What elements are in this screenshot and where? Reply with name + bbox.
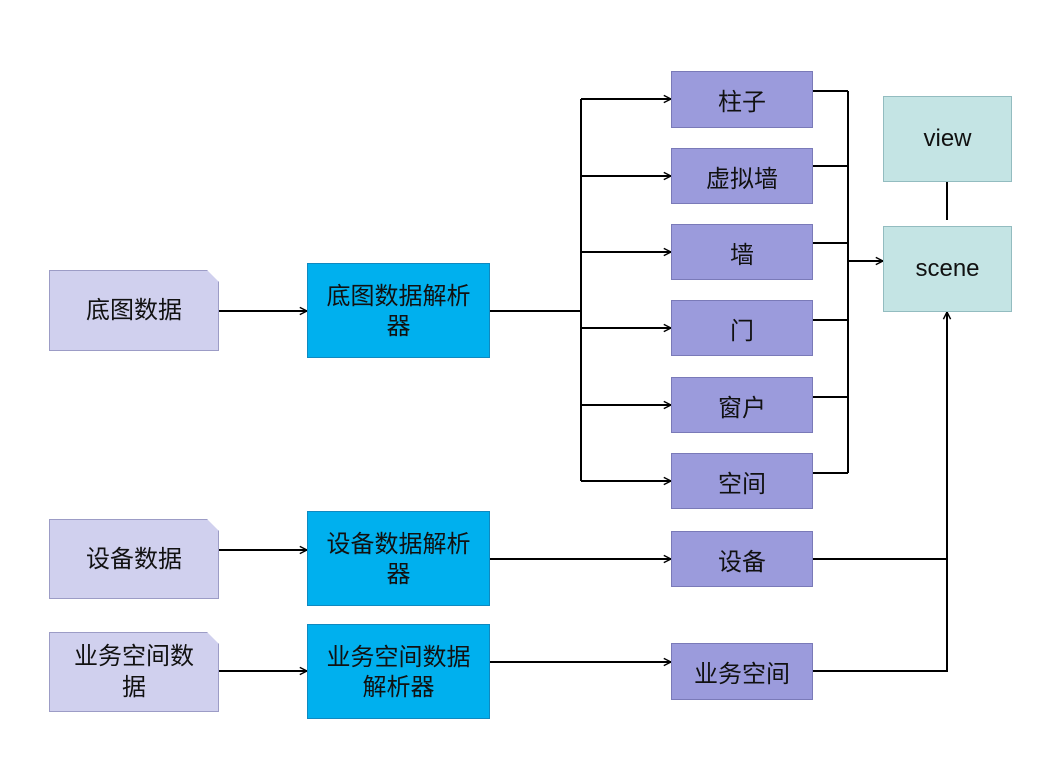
component-window-label: 窗户 <box>718 393 766 422</box>
source-device-label: 设备数据 <box>86 544 182 573</box>
component-door-label: 门 <box>730 316 754 345</box>
parser-device-label: 设备数据解析器 <box>326 529 471 588</box>
parser-bizspace-label: 业务空间数据解析器 <box>326 642 471 701</box>
component-pillar-label: 柱子 <box>718 88 766 116</box>
component-space: 空间 <box>671 453 813 509</box>
view-label: view <box>923 125 972 152</box>
source-basemap-label: 底图数据 <box>86 296 182 324</box>
parser-device: 设备数据解析器 <box>307 511 490 606</box>
source-basemap-data: 底图数据 <box>49 270 219 351</box>
component-wall: 墙 <box>671 224 813 280</box>
scene-label: scene <box>915 255 980 282</box>
component-device-label: 设备 <box>718 547 766 576</box>
component-bizspace-label: 业务空间 <box>694 660 790 688</box>
component-device: 设备 <box>671 531 813 587</box>
component-virtual-wall: 虚拟墙 <box>671 148 813 204</box>
parser-bizspace: 业务空间数据解析器 <box>307 624 490 719</box>
parser-basemap: 底图数据解析器 <box>307 263 490 358</box>
scene-node: scene <box>883 226 1012 312</box>
view-node: view <box>883 96 1012 182</box>
component-wall-label: 墙 <box>730 240 754 269</box>
component-pillar: 柱子 <box>671 71 813 128</box>
bizspace-to-scene <box>813 312 947 672</box>
source-device-data: 设备数据 <box>49 519 219 599</box>
parser-basemap-label: 底图数据解析器 <box>326 281 471 340</box>
source-bizspace-label: 业务空间数据 <box>74 642 194 701</box>
component-door: 门 <box>671 300 813 356</box>
component-virtual-wall-label: 虚拟墙 <box>706 164 778 193</box>
component-window: 窗户 <box>671 377 813 433</box>
source-bizspace-data: 业务空间数据 <box>49 632 219 712</box>
component-bizspace: 业务空间 <box>671 643 813 700</box>
component-space-label: 空间 <box>718 469 766 498</box>
